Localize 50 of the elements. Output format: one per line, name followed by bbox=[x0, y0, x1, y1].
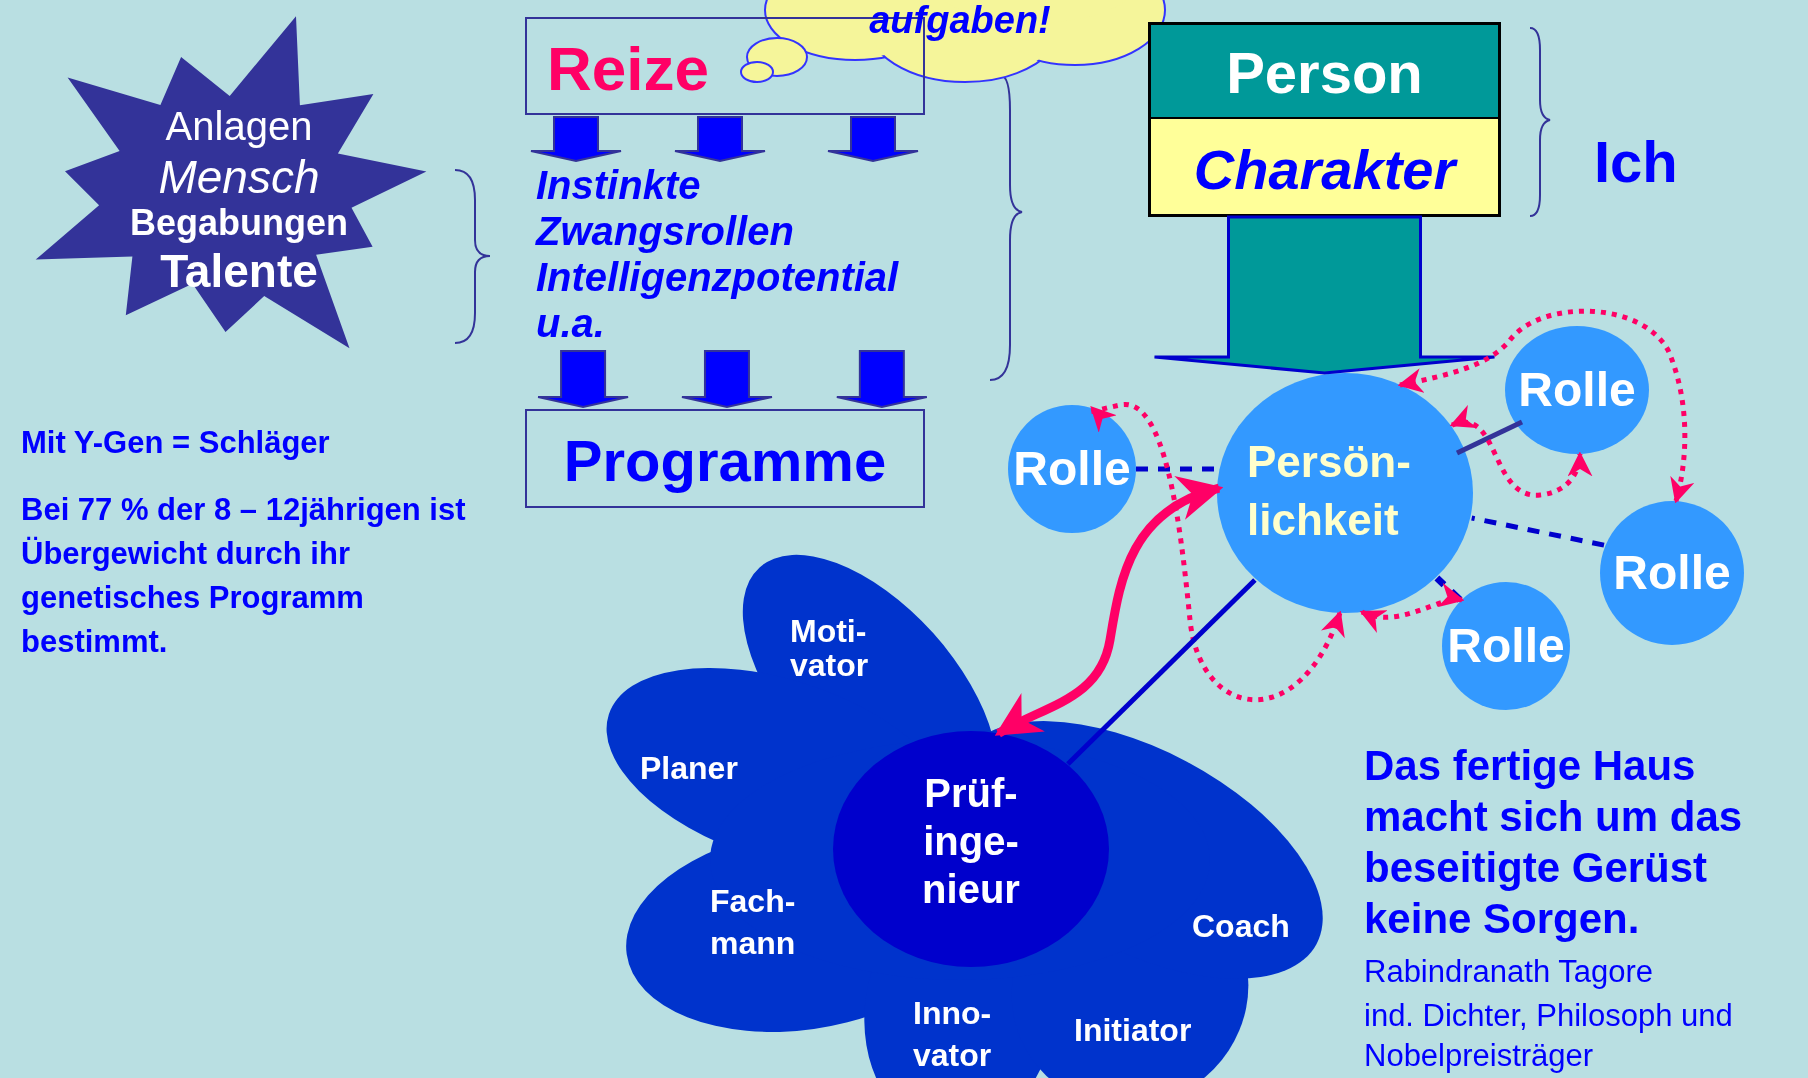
block-arrow bbox=[827, 116, 919, 163]
arrow bbox=[1359, 585, 1465, 632]
node-label: Rolle bbox=[1012, 441, 1132, 496]
block-arrow bbox=[1153, 215, 1496, 375]
header-box bbox=[1148, 22, 1501, 119]
node-label: Prüf- inge- nieur bbox=[921, 770, 1021, 913]
box-title: Person bbox=[1225, 39, 1424, 106]
node-label: Rolle bbox=[1612, 545, 1732, 600]
node-label: Rolle bbox=[1517, 362, 1637, 417]
block-arrow bbox=[835, 350, 928, 409]
arrow bbox=[1397, 308, 1694, 504]
arrow bbox=[1088, 402, 1344, 703]
box-title: Charakter bbox=[1192, 137, 1459, 202]
block-arrow bbox=[530, 116, 622, 163]
arrow bbox=[994, 478, 1224, 738]
quote-author: Rabindranath Tagore bbox=[1364, 954, 1653, 990]
petal-label: Planer bbox=[640, 750, 738, 787]
petal-label: Moti- vator bbox=[790, 614, 870, 682]
node-text: Anlagen bbox=[164, 104, 314, 149]
connector-line bbox=[1066, 578, 1257, 766]
node-text: Begabungen bbox=[129, 202, 349, 244]
note-text: Mit Y-Gen = Schläger bbox=[21, 425, 330, 461]
petal-label: Inno- vator bbox=[913, 994, 993, 1075]
highlight-box bbox=[1148, 117, 1501, 217]
box-title: Programme bbox=[562, 427, 888, 494]
connector-line bbox=[1455, 419, 1524, 456]
node-label: Rolle bbox=[1446, 618, 1566, 673]
connector-line bbox=[1136, 466, 1217, 472]
note-text: Bei 77 % der 8 – 12jährigen ist Übergewicht durch ihr genetisches Programm bestimmt. bbox=[21, 491, 467, 661]
side-label: Ich bbox=[1594, 128, 1678, 195]
quote-text: Das fertige Haus macht sich um das beseitigte Gerüst keine Sorgen. bbox=[1364, 741, 1744, 944]
list-item: Instinkte bbox=[536, 163, 701, 208]
list-item: Zwangsrollen bbox=[536, 209, 794, 254]
outlined-box bbox=[525, 409, 925, 508]
connector-line bbox=[1471, 515, 1605, 548]
list-item: Intelligenzpotential bbox=[536, 255, 899, 300]
block-arrow bbox=[674, 116, 766, 163]
petal-label: Coach bbox=[1192, 908, 1290, 945]
box-title: Reize bbox=[547, 33, 709, 104]
arrow bbox=[1449, 407, 1592, 498]
list-item: u.a. bbox=[536, 301, 605, 346]
node-text: Mensch bbox=[157, 150, 321, 204]
cloud-text: aufgaben! bbox=[868, 0, 1052, 40]
author-description: ind. Dichter, Philosoph und Nobelpreisträger bbox=[1364, 997, 1734, 1075]
block-arrow bbox=[680, 350, 773, 409]
node-text: Talente bbox=[159, 244, 319, 298]
block-arrow bbox=[537, 350, 630, 409]
petal-label: Fach- mann bbox=[710, 882, 797, 963]
node-label: Persön- lichkeit bbox=[1247, 436, 1412, 546]
petal-label: Initiator bbox=[1074, 1012, 1192, 1049]
